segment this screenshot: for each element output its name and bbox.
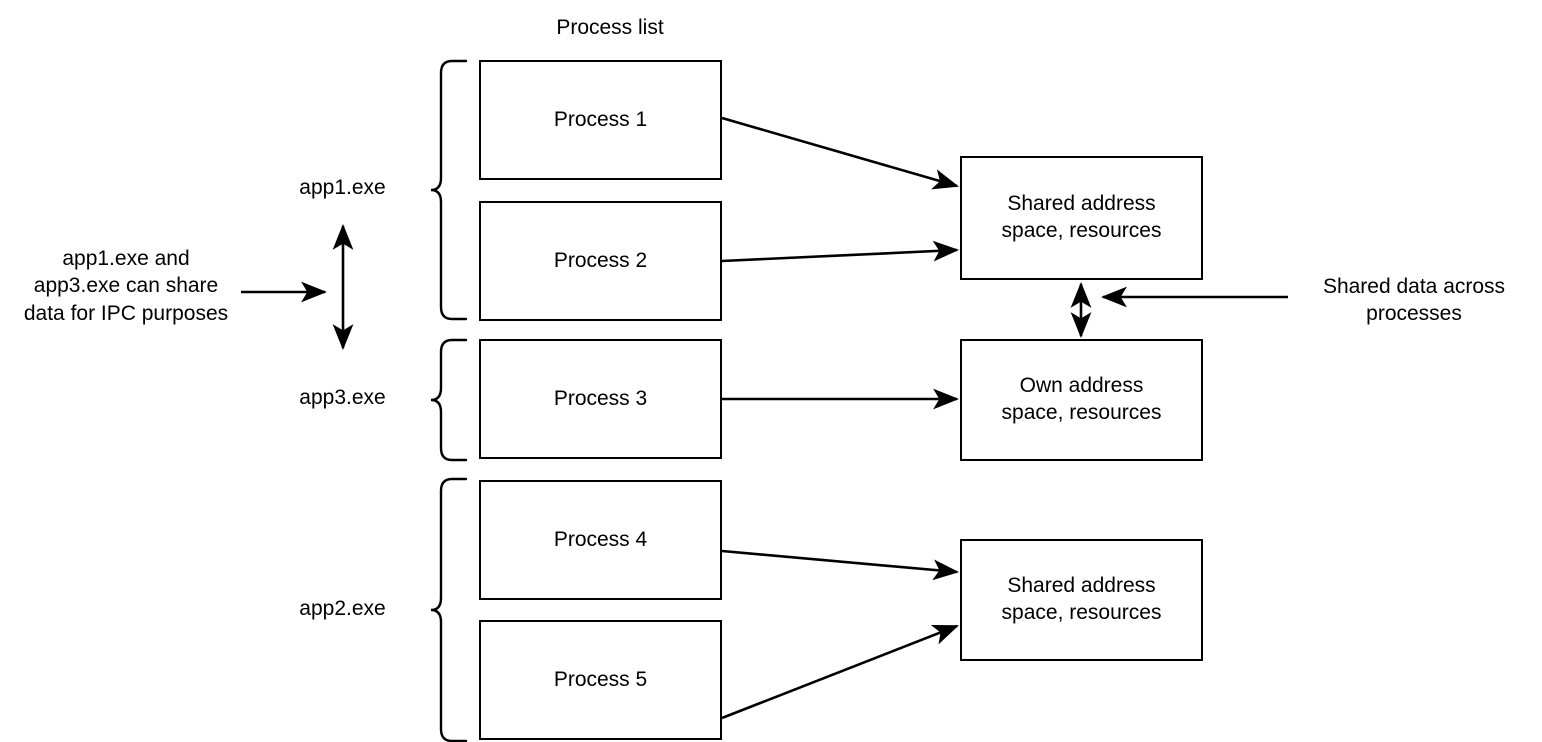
page-title: Process list	[556, 16, 664, 39]
process-box-3-label: Process 3	[553, 386, 648, 410]
arrow-process5-to-shared-bottom	[721, 624, 959, 720]
process-box-1[interactable]: Process 1	[479, 60, 722, 180]
annotation-ipc-note: app1.exe and app3.exe can share data for…	[23, 247, 229, 325]
group-label-app2: app2.exe	[299, 597, 386, 620]
memory-box-shared-address-space-top[interactable]: Shared address space, resources	[960, 156, 1203, 280]
annotation-shared-data-note: Shared data across processes	[1322, 275, 1506, 326]
memory-box-own-address-space[interactable]: Own address space, resources	[960, 339, 1203, 461]
arrow-process1-to-shared-top	[721, 116, 959, 190]
process-box-4-label: Process 4	[553, 527, 648, 551]
memory-box-shared-address-space-top-label: Shared address space, resources	[1001, 192, 1162, 242]
brace-app1	[430, 59, 468, 321]
process-box-2[interactable]: Process 2	[479, 201, 722, 321]
process-box-4[interactable]: Process 4	[479, 480, 722, 600]
process-box-2-label: Process 2	[553, 248, 648, 272]
group-label-app3: app3.exe	[299, 386, 386, 409]
memory-box-shared-address-space-bottom[interactable]: Shared address space, resources	[960, 539, 1203, 661]
memory-box-own-address-space-label: Own address space, resources	[1001, 374, 1162, 424]
arrow-process2-to-shared-top	[721, 240, 960, 263]
process-box-5[interactable]: Process 5	[479, 620, 722, 740]
brace-app3	[430, 338, 468, 462]
brace-app2	[430, 477, 468, 742]
process-box-1-label: Process 1	[553, 107, 648, 131]
group-label-app1: app1.exe	[299, 176, 386, 199]
memory-box-shared-address-space-bottom-label: Shared address space, resources	[1001, 574, 1162, 624]
process-box-5-label: Process 5	[553, 667, 648, 691]
arrow-process4-to-shared-bottom	[721, 549, 960, 581]
process-box-3[interactable]: Process 3	[479, 339, 722, 459]
